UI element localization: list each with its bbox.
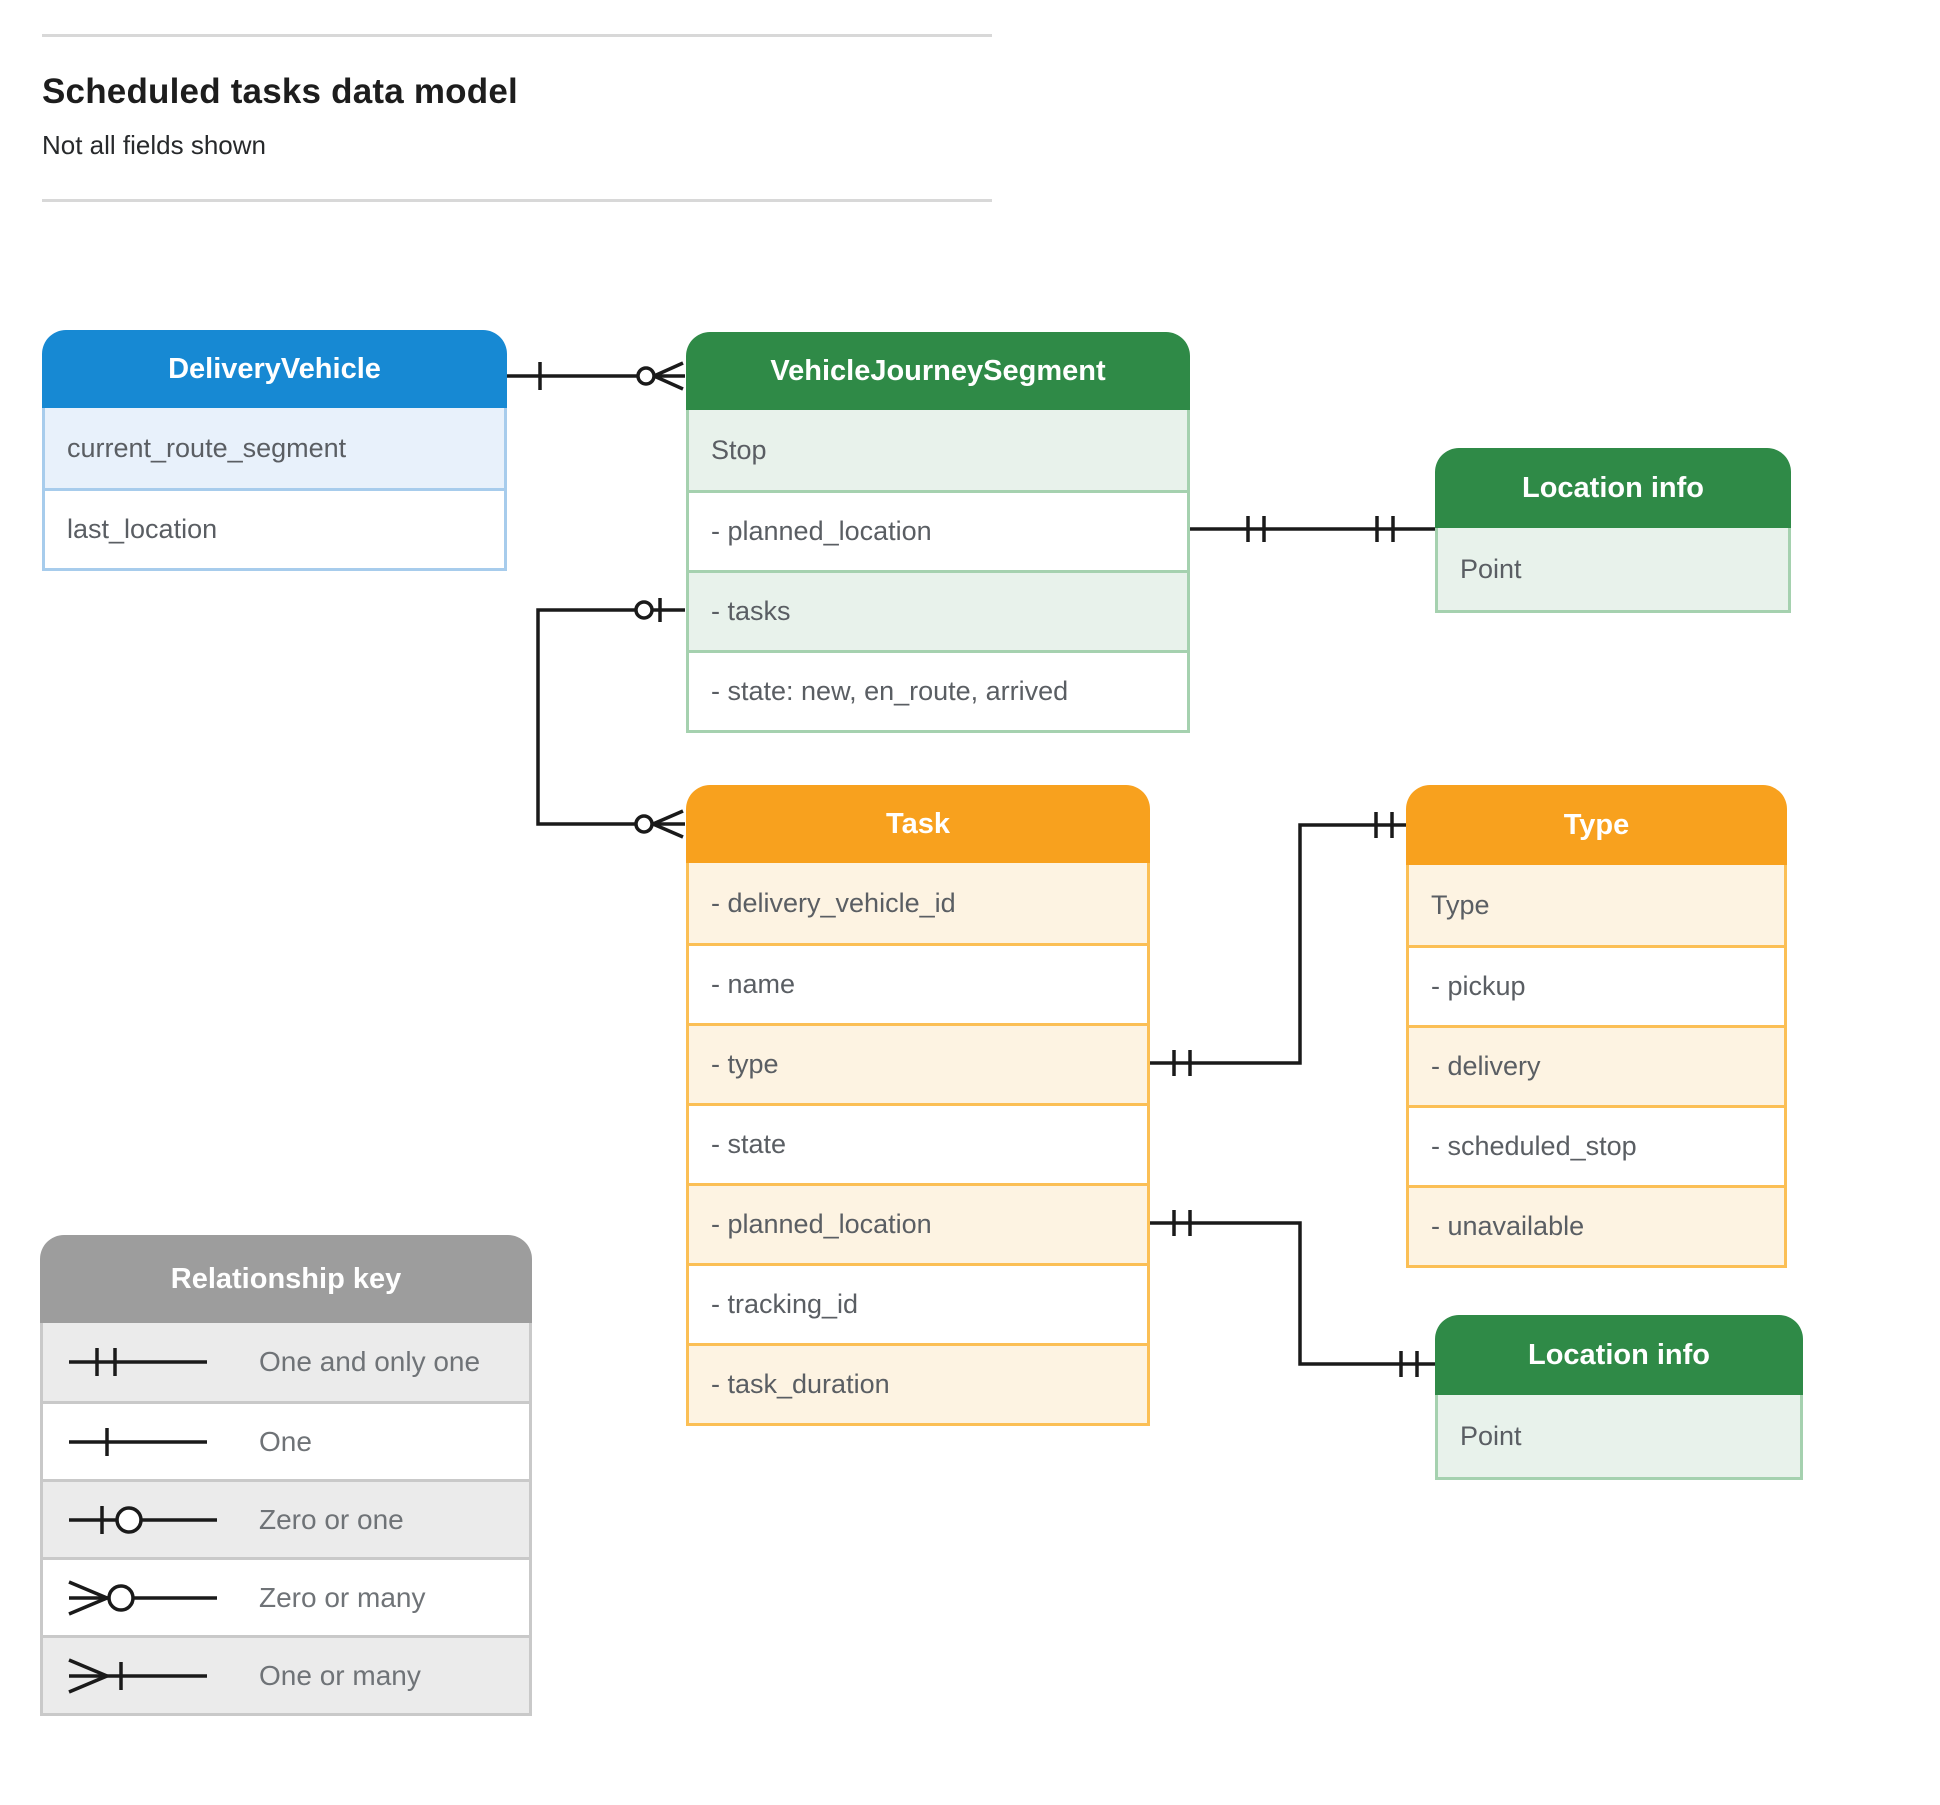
legend-row-one: One [43,1401,529,1479]
entity-location-info-bottom: Location info Point [1435,1315,1803,1480]
one-and-only-one-icon [69,1348,207,1376]
entity-type: Type Type - pickup - delivery - schedule… [1406,785,1787,1268]
legend-row-zero-or-one: Zero or one [43,1479,529,1557]
entity-location-info-bottom-title: Location info [1435,1315,1803,1395]
page-title: Scheduled tasks data model [42,72,518,111]
legend-label: One and only one [259,1346,481,1377]
legend-label: Zero or many [259,1581,426,1613]
page-subtitle: Not all fields shown [42,130,266,160]
field-row-name: - name [689,943,1147,1023]
legend-label: One or many [259,1659,421,1691]
entity-task: Task - delivery_vehicle_id - name - type… [686,785,1150,1426]
entity-location-info-top-title: Location info [1435,448,1791,528]
field-row-delivery: - delivery [1409,1025,1784,1105]
entity-vehicle-journey-segment-title: VehicleJourneySegment [686,332,1190,410]
field-row-state: - state [689,1103,1147,1183]
entity-vehicle-journey-segment: VehicleJourneySegment Stop - planned_loc… [686,332,1190,733]
connector-task-type [1150,812,1406,1076]
entity-delivery-vehicle: DeliveryVehicle current_route_segment la… [42,330,507,571]
field-row-type: Type [1409,865,1784,945]
field-row-tasks: - tasks [689,570,1187,650]
legend-row-one-and-only-one: One and only one [43,1323,529,1401]
field-row-type: - type [689,1023,1147,1103]
field-row-point: Point [1438,528,1788,610]
divider-bottom [42,199,992,202]
field-row-point: Point [1438,1395,1800,1477]
entity-delivery-vehicle-title: DeliveryVehicle [42,330,507,408]
entity-task-title: Task [686,785,1150,863]
one-or-many-icon [68,1657,207,1694]
field-row-task-duration: - task_duration [689,1343,1147,1423]
zero-or-many-icon [68,1579,217,1616]
connector-deliveryvehicle-vehiclejourneysegment [507,362,685,390]
field-row-stop: Stop [689,410,1187,490]
field-row-pickup: - pickup [1409,945,1784,1025]
legend-row-zero-or-many: Zero or many [43,1557,529,1635]
field-row-delivery-vehicle-id: - delivery_vehicle_id [689,863,1147,943]
legend-label: Zero or one [259,1503,404,1535]
connector-vehiclejourneysegment-task [538,598,685,837]
relationship-key-title: Relationship key [40,1235,532,1323]
legend-label: One [259,1425,312,1457]
field-row-scheduled-stop: - scheduled_stop [1409,1105,1784,1185]
field-row-last-location: last_location [45,488,504,568]
entity-type-title: Type [1406,785,1787,865]
relationship-key: Relationship key One and only one One [40,1235,532,1716]
zero-or-one-icon [69,1505,217,1534]
one-icon [69,1427,207,1456]
legend-row-one-or-many: One or many [43,1635,529,1713]
connector-vehiclejourneysegment-locationinfo [1190,516,1435,542]
connector-task-locationinfo [1150,1210,1435,1377]
field-row-tracking-id: - tracking_id [689,1263,1147,1343]
field-row-planned-location: - planned_location [689,1183,1147,1263]
entity-location-info-top: Location info Point [1435,448,1791,613]
field-row-planned-location: - planned_location [689,490,1187,570]
field-row-state: - state: new, en_route, arrived [689,650,1187,730]
field-row-current-route-segment: current_route_segment [45,408,504,488]
field-row-unavailable: - unavailable [1409,1185,1784,1265]
divider-top [42,34,992,37]
